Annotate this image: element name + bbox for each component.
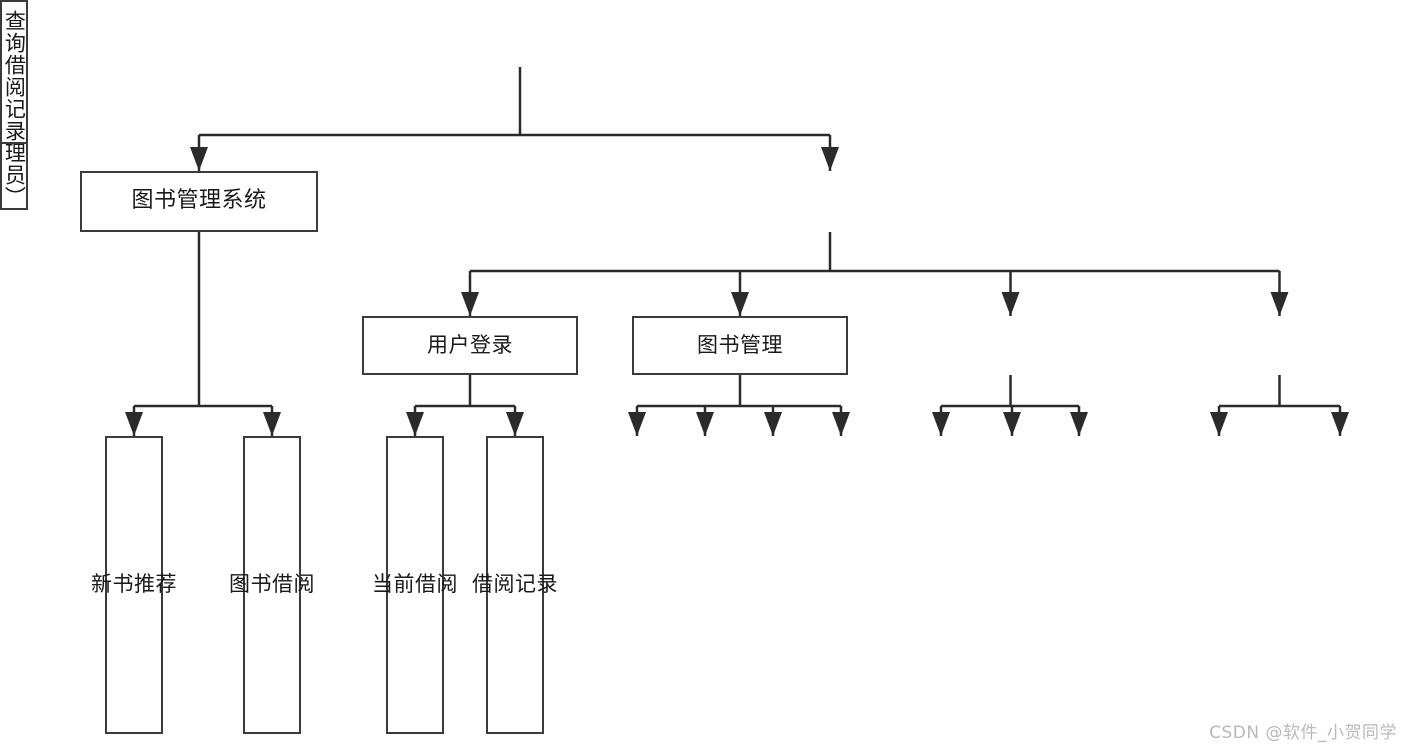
node-new-book-recommend[interactable]: 新书推荐	[91, 436, 177, 734]
node-leaf-query-record-label: 查询借阅记录	[2, 10, 27, 142]
node-root-label: 图书管理系统	[131, 188, 267, 214]
node-book-manage[interactable]: 图书管理	[632, 316, 848, 375]
node-user-login-label: 用户登录	[427, 332, 513, 357]
node-book-borrow-label: 图书借阅	[229, 572, 315, 597]
node-current-borrow-label: 当前借阅	[372, 572, 458, 597]
node-borrow-record-label: 借阅记录	[472, 572, 558, 597]
node-book-manage-label: 图书管理	[697, 332, 783, 357]
node-current-borrow[interactable]: 当前借阅	[372, 436, 458, 734]
node-new-book-recommend-label: 新书推荐	[91, 572, 177, 597]
node-root[interactable]: 图书管理系统	[80, 171, 318, 232]
node-borrow-record[interactable]: 借阅记录	[472, 436, 558, 734]
node-book-borrow[interactable]: 图书借阅	[229, 436, 315, 734]
node-leaf-query-record[interactable]: 查询借阅记录	[0, 0, 29, 144]
node-user-login[interactable]: 用户登录	[362, 316, 578, 375]
